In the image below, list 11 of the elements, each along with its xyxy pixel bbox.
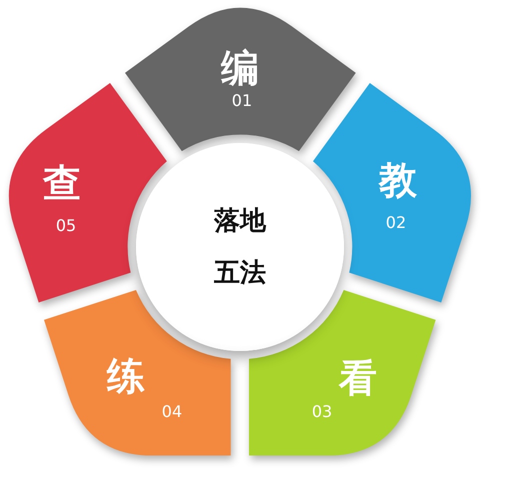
center-title: 落地五法: [214, 205, 266, 290]
segment-number: 01: [232, 93, 252, 109]
segment-number: 05: [56, 218, 76, 234]
segment-title: 练: [106, 356, 145, 395]
segment-title: 查: [43, 164, 81, 202]
segment-title: 看: [339, 358, 377, 397]
segment-number: 04: [162, 404, 182, 420]
segment-title: 编: [220, 49, 259, 87]
segment-number: 03: [312, 404, 332, 420]
segment-title: 教: [378, 160, 417, 199]
segment-number: 02: [386, 214, 406, 231]
